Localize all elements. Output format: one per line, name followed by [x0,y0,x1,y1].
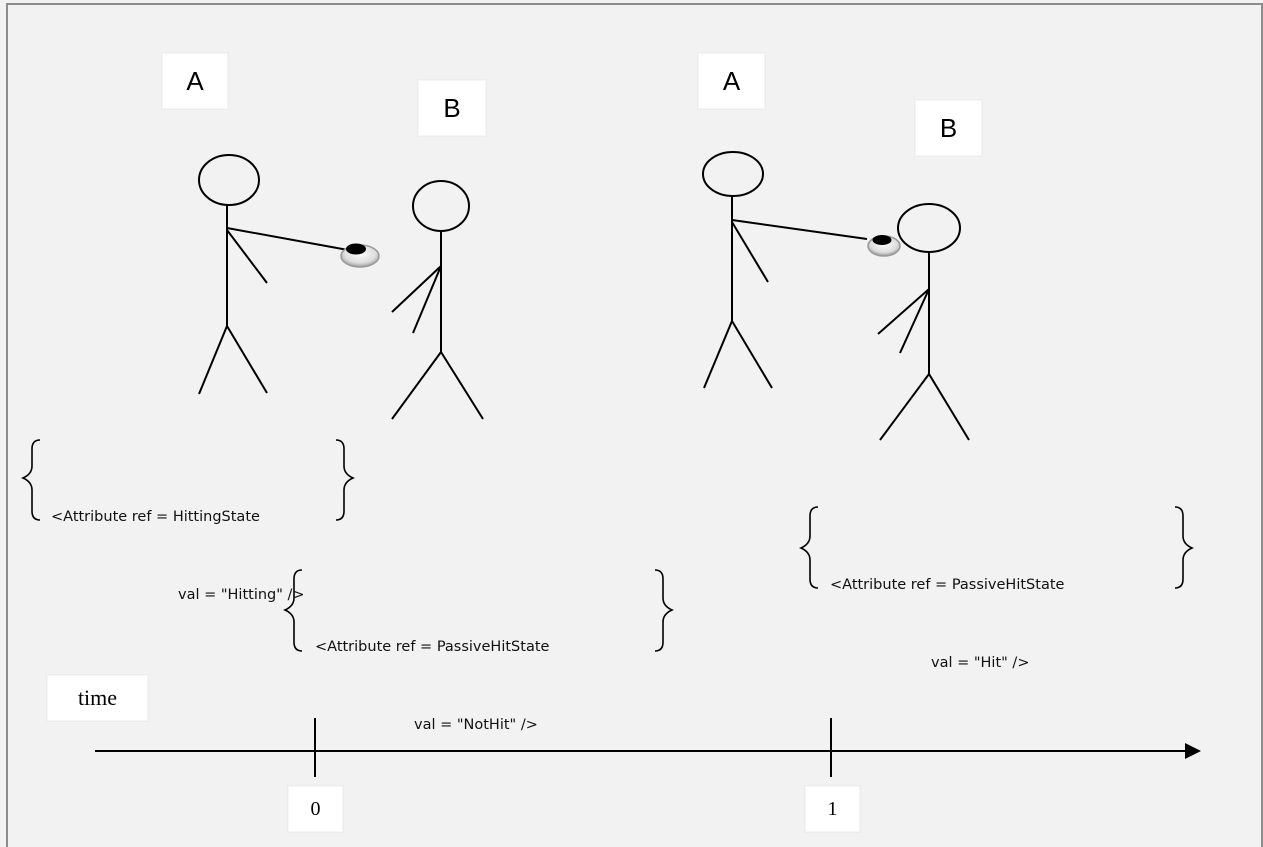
time-tick-label-1: 1 [805,786,860,832]
attribute-brace-b-t1 [799,506,1194,589]
time-axis [95,718,1201,777]
attribute-line-val: val = "NotHit" /> [414,717,538,733]
agent-b-label-t1: B [915,100,982,156]
time-tick-label-0: 0 [288,786,343,832]
agent-b-label-t0: B [418,80,486,136]
attribute-brace-b-t0 [283,569,674,652]
ball-icon [867,235,901,257]
agent-a-label-t0: A [162,53,228,109]
attribute-line-val: val = "Hit" /> [931,655,1030,671]
attribute-line-ref: <Attribute ref = PassiveHitState [830,577,1065,593]
agent-a-label-t1: A [698,53,765,109]
attribute-brace-a-t0 [21,439,355,521]
attribute-line-val: val = "Hitting" /> [178,587,305,603]
attribute-line-ref: <Attribute ref = HittingState [51,509,260,525]
ball-icon [340,243,380,268]
stick-figure-a-t0 [198,154,349,395]
stick-figure-a-t1 [702,151,868,389]
stick-figure-b-t1 [877,203,970,441]
stick-figure-b-t0 [391,180,484,420]
attribute-hitting-state: <Attribute ref = HittingState val = "Hit… [51,452,305,660]
attribute-passive-hit-state-t1: <Attribute ref = PassiveHitState val = "… [830,520,1064,728]
diagram-frame [6,3,1263,847]
attribute-line-ref: <Attribute ref = PassiveHitState [315,639,550,655]
time-axis-label: time [47,675,148,721]
attribute-passive-hit-state-t0: <Attribute ref = PassiveHitState val = "… [315,582,549,790]
